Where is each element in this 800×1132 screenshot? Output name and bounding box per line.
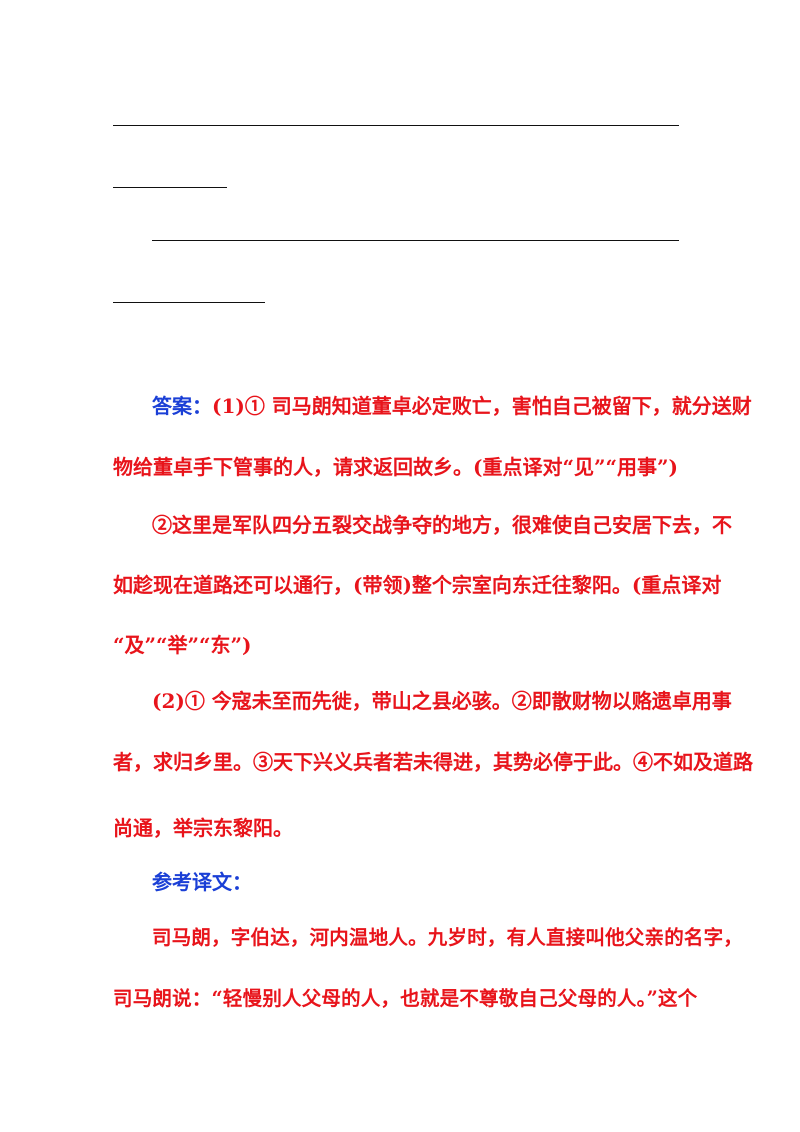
answer-line-3: ②这里是军队四分五裂交战争夺的地方，很难使自己安居下去，不 — [152, 513, 732, 537]
answer-line-4: 如趁现在道路还可以通行，(带领)整个宗室向东迁往黎阳。(重点译对 — [113, 573, 722, 597]
blank-line-2 — [113, 187, 227, 188]
answer-line-5: “及”“举”“东”) — [113, 633, 252, 657]
answer-line-2: 物给董卓手下管事的人，请求返回故乡。(重点译对“见”“用事”) — [113, 455, 678, 479]
answer-line-1: 答案：(1)① 司马朗知道董卓必定败亡，害怕自己被留下，就分送财 — [152, 392, 752, 420]
answer-line-8: 尚通，举宗东黎阳。 — [113, 816, 293, 840]
reference-label: 参考译文： — [152, 870, 252, 894]
answer-line-6: (2)① 今寇未至而先徙，带山之县必骇。②即散财物以赂遗卓用事 — [152, 689, 732, 713]
answer-text: (1)① 司马朗知道董卓必定败亡，害怕自己被留下，就分送财 — [212, 394, 752, 418]
answer-label: 答案： — [152, 394, 212, 418]
reference-line-2: 司马朗说：“轻慢别人父母的人，也就是不尊敬自己父母的人。”这个 — [113, 987, 698, 1010]
blank-line-3 — [152, 240, 679, 241]
blank-line-1 — [113, 125, 679, 126]
blank-line-4 — [113, 302, 265, 303]
reference-line-1: 司马朗，字伯达，河内温地人。九岁时，有人直接叫他父亲的名字， — [152, 926, 744, 949]
answer-line-7: 者，求归乡里。③天下兴义兵者若未得进，其势必停于此。④不如及道路 — [113, 750, 753, 774]
